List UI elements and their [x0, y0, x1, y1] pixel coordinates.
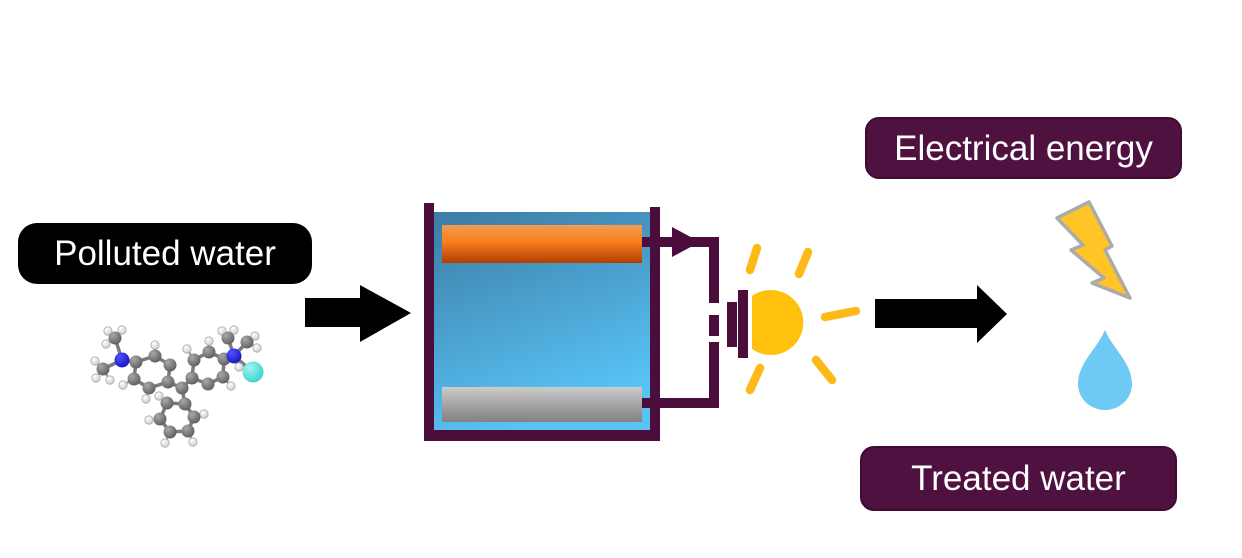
- cathode-electrode: [442, 387, 642, 422]
- polluted-water-label-text: Polluted water: [54, 234, 276, 273]
- molecule-hydrogen-atoms: [90, 325, 262, 448]
- electrical-energy-label-text: Electrical energy: [894, 128, 1153, 168]
- bulb-rays: [745, 243, 861, 395]
- water-droplet-icon: [1078, 330, 1132, 410]
- lightning-bolt-icon: [1055, 200, 1132, 300]
- cell-wall-bottom: [427, 430, 660, 441]
- reactor-cell: [424, 203, 660, 441]
- bulb-glass: [752, 289, 804, 355]
- cell-wall-left: [424, 203, 434, 441]
- wire-bottom: [642, 398, 719, 408]
- electrical-energy-label: Electrical energy: [865, 117, 1182, 179]
- polluted-water-label: Polluted water: [18, 223, 312, 284]
- molecule-chloride-atom: [242, 361, 264, 383]
- photoanode-electrode: [442, 225, 642, 263]
- flow-arrow-right-icon: [875, 285, 1007, 343]
- treated-water-label-text: Treated water: [911, 459, 1126, 498]
- bulb-icon: [709, 243, 861, 395]
- current-direction-arrowhead: [672, 227, 700, 257]
- molecule-carbon-atoms: [96, 331, 254, 439]
- bulb-base-bars: [709, 290, 748, 358]
- cell-wall-right: [650, 207, 660, 441]
- wire-right-upper: [709, 237, 719, 303]
- wire-right-lower: [709, 342, 719, 408]
- molecule-nitrogen-atoms: [114, 348, 242, 368]
- flow-arrow-left-icon: [305, 285, 411, 342]
- circuit-wires: [642, 227, 719, 408]
- molecule-icon: [90, 325, 264, 448]
- treated-water-label: Treated water: [860, 446, 1177, 511]
